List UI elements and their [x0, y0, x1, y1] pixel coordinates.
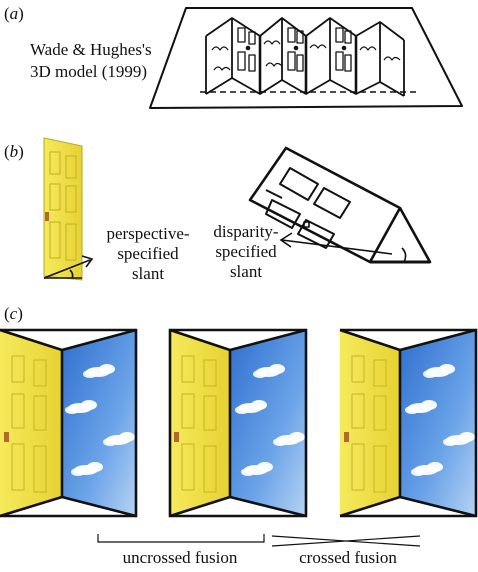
sketch-board: [149, 7, 463, 109]
crossed-fusion-label: crossed fusion: [299, 548, 397, 567]
wade-hughes-sketch: [149, 7, 463, 109]
perspective-caption-line3: slant: [131, 264, 165, 283]
stereo-pair-middle: [168, 328, 308, 518]
panel-a-caption-line2: 3D model (1999): [30, 62, 148, 81]
perspective-caption-line2: specified: [117, 244, 179, 263]
disparity-caption-line2: specified: [215, 242, 277, 261]
disparity-caption-line3: slant: [229, 262, 263, 281]
perspective-caption-line1: perspective-: [106, 224, 190, 243]
panel-c-label: (c): [4, 304, 23, 323]
disparity-slant-arrow: [279, 232, 393, 255]
disparity-door-sketch: [248, 146, 432, 264]
door-handle: [45, 212, 49, 221]
panel-b-label: (b): [4, 142, 24, 161]
perspective-slant-arrow: [43, 255, 94, 279]
uncrossed-fusion-label: uncrossed fusion: [122, 548, 238, 567]
disparity-caption-line1: disparity-: [213, 222, 279, 241]
stereo-pair-left: [0, 328, 138, 518]
panel-a-caption-line1: Wade & Hughes's: [30, 40, 152, 59]
perspective-door: [43, 137, 83, 281]
stereo-pair-right: [339, 328, 478, 518]
panel-a-label: (a): [4, 4, 24, 23]
uncrossed-fusion-bracket: [97, 534, 265, 543]
crossed-fusion-marker: [271, 535, 421, 547]
